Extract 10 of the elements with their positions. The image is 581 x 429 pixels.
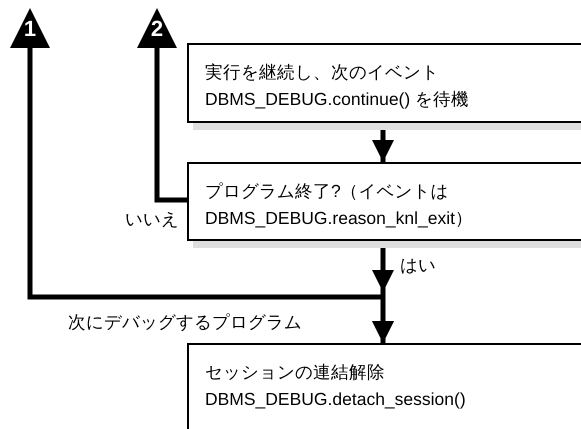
box-text: プログラム終了?（イベントは bbox=[205, 180, 450, 203]
box-text: DBMS_DEBUG.continue() を待機 bbox=[205, 88, 470, 111]
box-text: DBMS_DEBUG.reason_knl_exit） bbox=[205, 207, 474, 230]
box-text: DBMS_DEBUG.detach_session() bbox=[205, 388, 467, 411]
box-text: 実行を継続し、次のイベント bbox=[205, 61, 440, 84]
connector-number: 1 bbox=[19, 18, 41, 40]
connector-number: 2 bbox=[146, 18, 168, 40]
process-box bbox=[187, 343, 581, 429]
arrow bbox=[137, 8, 187, 202]
box-text: セッションの連結解除 bbox=[205, 361, 386, 384]
